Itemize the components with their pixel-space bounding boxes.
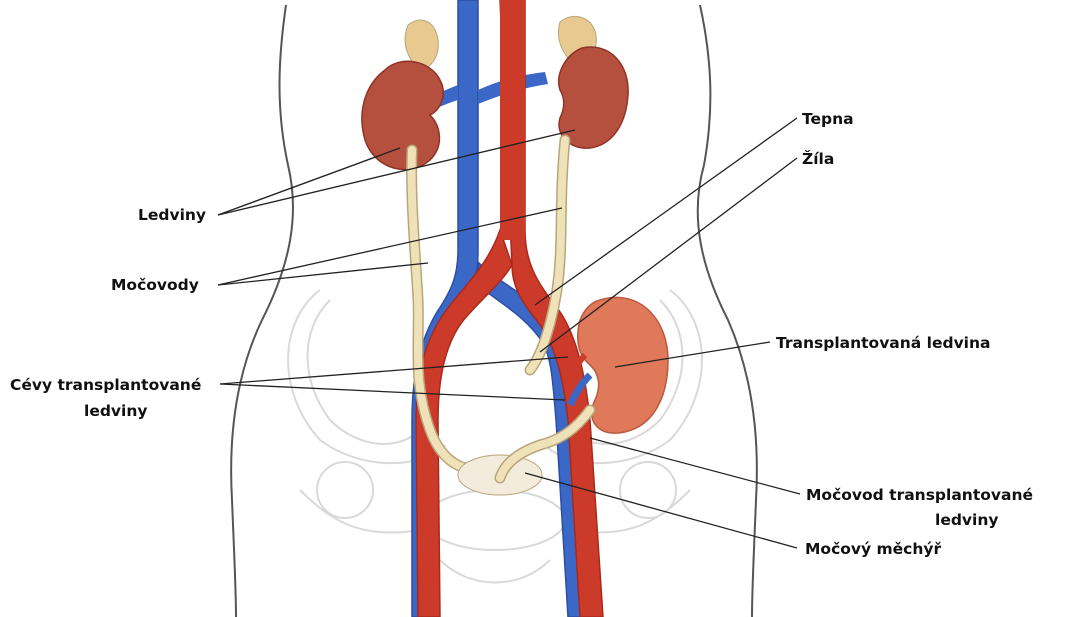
label-ledviny: Ledviny bbox=[138, 206, 206, 224]
label-mocovod-tx-line1: Močovod transplantované bbox=[806, 486, 1033, 504]
label-cevy-line1: Cévy transplantované bbox=[10, 376, 201, 394]
label-transplantovana-ledvina: Transplantovaná ledvina bbox=[776, 334, 990, 352]
native-kidney-right bbox=[558, 16, 628, 148]
label-tepna: Tepna bbox=[802, 110, 854, 128]
label-mocovy-mechyr: Močový měchýř bbox=[805, 540, 942, 558]
label-zila: Žíla bbox=[802, 149, 834, 168]
label-mocovod-tx-line2: ledviny bbox=[935, 511, 998, 529]
label-mocovody: Močovody bbox=[111, 276, 199, 294]
native-kidney-left bbox=[362, 20, 443, 170]
label-cevy-line2: ledviny bbox=[84, 402, 147, 420]
